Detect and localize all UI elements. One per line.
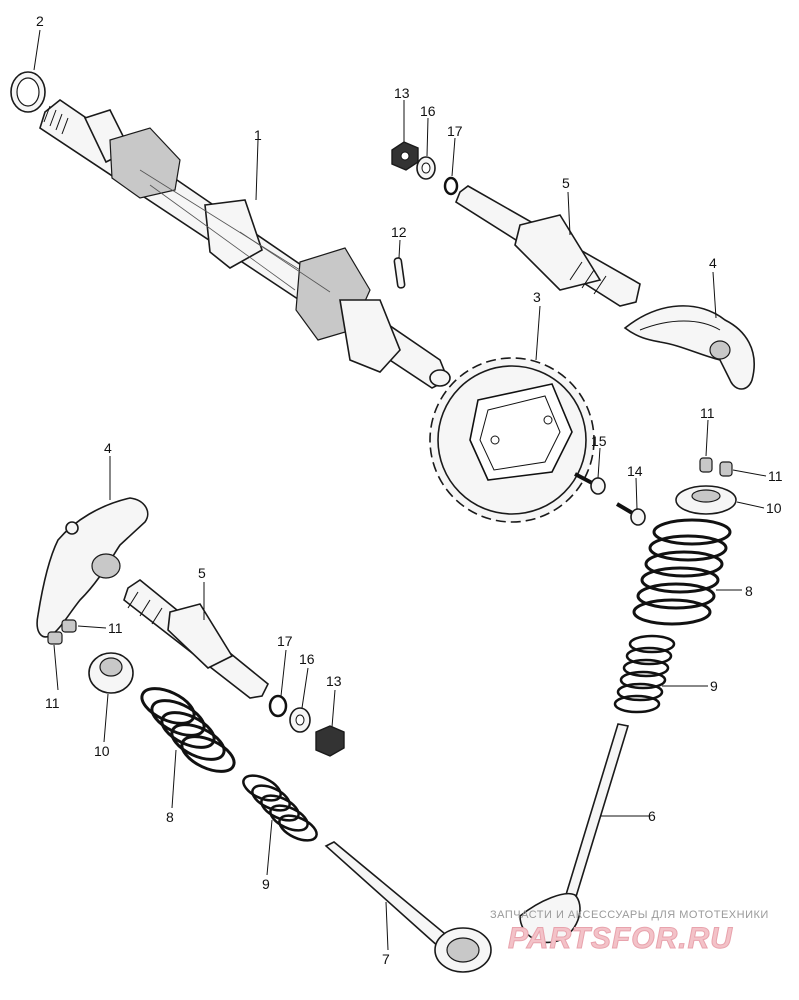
valve-part-7 <box>324 841 492 973</box>
label-8-left: 8 <box>166 809 174 825</box>
label-4-left: 4 <box>104 440 112 456</box>
o-ring-part-17-bottom <box>268 694 288 718</box>
watermark-brand: PARTSFOR.RU <box>508 922 733 955</box>
outer-valve-spring-part-8-right <box>632 518 732 626</box>
label-17-bottom: 17 <box>277 633 293 649</box>
o-ring-part-17-top <box>443 176 459 196</box>
label-11-right-top: 11 <box>700 405 715 421</box>
spring-retainer-part-10-right <box>675 485 737 515</box>
label-16-bottom: 16 <box>299 651 315 667</box>
valve-cotter-part-11-right-a <box>699 457 713 473</box>
leader-lines <box>33 29 767 951</box>
label-7: 7 <box>382 951 390 967</box>
nut-part-13-bottom <box>315 725 345 757</box>
label-11-left-bottom: 11 <box>45 695 60 711</box>
rocker-arm-part-4-left <box>36 497 149 638</box>
label-10-left: 10 <box>94 743 110 759</box>
label-10-right: 10 <box>766 500 782 516</box>
valve-part-6 <box>519 723 630 944</box>
label-4-top: 4 <box>709 255 717 271</box>
spring-retainer-part-10-left <box>88 652 134 694</box>
label-5-left: 5 <box>198 565 206 581</box>
label-1: 1 <box>254 127 262 143</box>
label-6: 6 <box>648 808 656 824</box>
rocker-shaft-part-5-left <box>123 579 270 699</box>
bolt-part-14 <box>615 502 646 526</box>
label-14: 14 <box>627 463 643 479</box>
valve-cotter-part-11-left-a <box>61 619 77 633</box>
watermark-tagline: ЗАПЧАСТИ И АКСЕССУАРЫ ДЛЯ МОТОТЕХНИКИ <box>490 909 769 921</box>
cam-sprocket-part-3 <box>429 357 595 523</box>
label-17-top: 17 <box>447 123 463 139</box>
label-11-right-side: 11 <box>768 468 783 484</box>
valve-cotter-part-11-right-b <box>719 461 733 477</box>
label-3: 3 <box>533 289 541 305</box>
o-ring-part-2 <box>10 71 46 113</box>
callout-labels: 2 1 13 16 17 5 12 4 3 11 11 15 14 10 4 8… <box>36 13 783 967</box>
nut-part-13-top <box>391 141 419 171</box>
label-11-left-side: 11 <box>108 620 123 636</box>
rocker-shaft-part-5-top <box>455 185 641 307</box>
outer-valve-spring-part-8-left <box>140 687 236 773</box>
inner-valve-spring-part-9-left <box>242 774 318 842</box>
inner-valve-spring-part-9-right <box>613 634 676 714</box>
valve-cotter-part-11-left-b <box>47 631 63 645</box>
label-9-left: 9 <box>262 876 270 892</box>
washer-part-16-top <box>416 156 436 180</box>
label-13-top: 13 <box>394 85 410 101</box>
label-5-top: 5 <box>562 175 570 191</box>
label-8-right: 8 <box>745 583 753 599</box>
dowel-pin-part-12 <box>393 257 406 289</box>
label-15: 15 <box>591 433 607 449</box>
label-12: 12 <box>391 224 407 240</box>
label-13-bottom: 13 <box>326 673 342 689</box>
washer-part-16-bottom <box>289 707 311 733</box>
label-16-top: 16 <box>420 103 436 119</box>
label-2: 2 <box>36 13 44 29</box>
camshaft-part-1 <box>39 99 451 389</box>
rocker-arm-part-4-top <box>623 305 755 390</box>
watermark: ЗАПЧАСТИ И АКСЕССУАРЫ ДЛЯ МОТОТЕХНИКИ PA… <box>490 909 769 956</box>
label-9-right: 9 <box>710 678 718 694</box>
